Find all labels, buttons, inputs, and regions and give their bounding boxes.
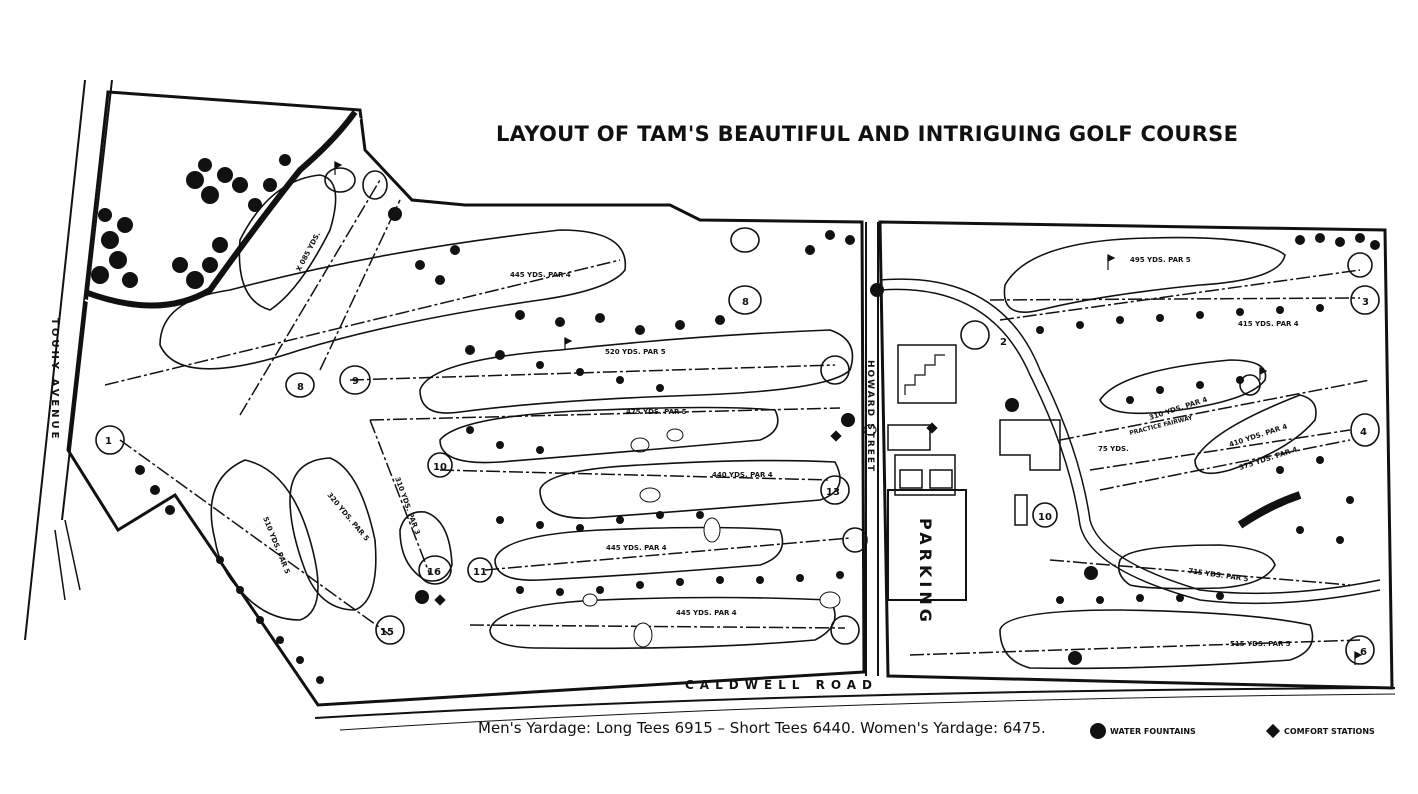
hole-5-yardage: 410 YDS. PAR 4: [1228, 423, 1288, 449]
hole-11-yardage: 445 YDS. PAR 4: [606, 544, 667, 552]
caldwell-road-label: CALDWELL ROAD: [685, 678, 878, 692]
hole-flight-lines: [104, 179, 1371, 656]
stairs: [904, 354, 945, 395]
svg-text:8: 8: [742, 297, 749, 308]
page-title: LAYOUT OF TAM'S BEAUTIFUL AND INTRIGUING…: [496, 122, 1239, 146]
sand-bunkers: [582, 424, 877, 648]
clubhouse-road-2: [879, 288, 1381, 605]
stair-structure: [897, 344, 957, 404]
hole-17-yardage: 75 YDS.: [1098, 445, 1129, 453]
shelter: [887, 424, 931, 451]
touhy-avenue-label: TOUHY AVENUE: [49, 318, 60, 442]
creek-bank: [84, 117, 361, 316]
howard-street-label: HOWARD STREET: [865, 360, 875, 473]
svg-text:15: 15: [380, 627, 394, 638]
touhy-avenue-edge-outer: [24, 79, 86, 641]
hole-numbers: 2 3 4 6 8 8 9 15 16 11 13 10 10 1: [105, 297, 1369, 658]
caldwell-road-edge: [314, 687, 1396, 719]
svg-text:10: 10: [433, 462, 447, 473]
svg-text:9: 9: [352, 376, 359, 387]
hole-yardage-labels: 445 YDS. PAR 4 495 YDS. PAR 5 415 YDS. P…: [261, 231, 1299, 648]
hole-10-yardage: 440 YDS. PAR 4: [712, 471, 773, 479]
caldwell-road-edge-2: [339, 693, 1396, 731]
svg-text:3: 3: [1362, 297, 1369, 308]
tree-line-southeast: [1237, 491, 1302, 529]
comfort-station-icon: [1265, 723, 1281, 739]
hole-3-yardage: 415 YDS. PAR 4: [1238, 320, 1299, 328]
creek: [83, 110, 358, 309]
yardage-footer: Men's Yardage: Long Tees 6915 – Short Te…: [478, 719, 1046, 737]
clubhouse-road: [879, 278, 1381, 595]
parking-label: PARKING: [916, 518, 935, 626]
svg-text:6: 6: [1360, 647, 1367, 658]
svg-text:13: 13: [826, 487, 840, 498]
flag-markers: [334, 161, 1363, 665]
hole-12-yardage: 445 YDS. PAR 4: [676, 609, 737, 617]
water-fountain-icon: [1090, 723, 1106, 739]
svg-text:11: 11: [473, 567, 487, 578]
comfort-station-markers: [434, 422, 938, 606]
building-1: [899, 469, 923, 489]
hole-2-yardage: 495 YDS. PAR 5: [1130, 256, 1191, 264]
hole-9-yardage: 475 YDS. PAR 5: [626, 408, 687, 416]
fairways: [159, 174, 1317, 670]
greens: [95, 167, 1380, 665]
legend-water-fountains: WATER FOUNTAINS: [1090, 723, 1196, 739]
scattered-trees: [135, 230, 1380, 684]
west-course-boundary: [66, 90, 866, 707]
hole-16-yardage: 310 YDS. PAR 3: [393, 476, 421, 536]
svg-text:4: 4: [1360, 427, 1367, 438]
svg-text:1: 1: [105, 436, 112, 447]
woods-northwest: [91, 154, 291, 289]
touhy-avenue-ramp-2: [54, 529, 66, 601]
hole-8-yardage: 520 YDS. PAR 5: [605, 348, 666, 356]
svg-text:2: 2: [1000, 337, 1007, 348]
svg-text:16: 16: [427, 567, 441, 578]
water-fountain-markers: [388, 207, 1098, 665]
hole-1-yardage: 445 YDS. PAR 4: [510, 271, 571, 279]
club-house: [999, 419, 1061, 471]
parking-lot: [887, 489, 967, 601]
legend-comfort-stations: COMFORT STATIONS: [1265, 723, 1375, 739]
small-building: [1014, 494, 1028, 526]
svg-text:8: 8: [297, 382, 304, 393]
touhy-avenue-ramp: [64, 519, 81, 591]
buildings-block: [894, 454, 956, 496]
svg-text:10: 10: [1038, 512, 1052, 523]
building-2: [929, 469, 953, 489]
east-course-boundary: [878, 220, 1394, 690]
hole-15-yardage: 320 YDS. PAR 5: [325, 491, 370, 543]
hole-6-yardage: 375 YDS. PAR 4: [1238, 446, 1298, 472]
hole-13-yardage: 515 YDS. PAR 5: [1230, 640, 1291, 648]
legend-water-label: WATER FOUNTAINS: [1110, 726, 1196, 736]
legend-comfort-label: COMFORT STATIONS: [1284, 726, 1375, 736]
hole-7-yardage: 715 YDS. PAR 5: [1188, 567, 1249, 583]
